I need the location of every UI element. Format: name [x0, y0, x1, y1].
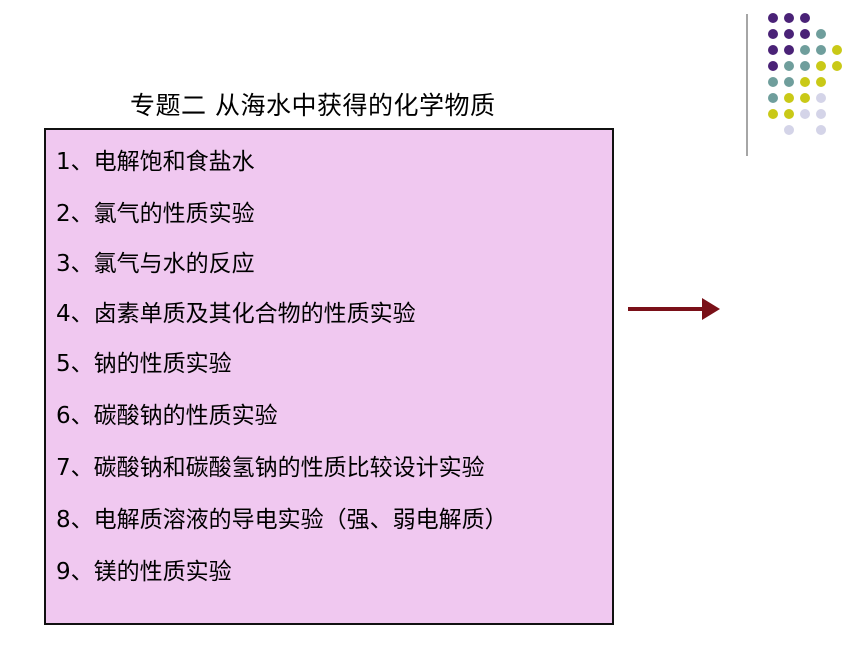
list-item: 8、电解质溶液的导电实验（强、弱电解质）: [56, 507, 508, 533]
slide-title: 专题二 从海水中获得的化学物质: [130, 91, 496, 120]
list-item: 7、碳酸钠和碳酸氢钠的性质比较设计实验: [56, 455, 485, 481]
decorative-dot-grid: [768, 13, 842, 135]
list-item: 2、氯气的性质实验: [56, 201, 255, 227]
experiment-list-box: 1、电解饱和食盐水 2、氯气的性质实验 3、氯气与水的反应 4、卤素单质及其化合…: [44, 128, 614, 625]
decorative-divider: [746, 14, 748, 156]
list-item: 4、卤素单质及其化合物的性质实验: [56, 301, 416, 327]
list-item: 9、镁的性质实验: [56, 559, 232, 585]
list-item: 5、钠的性质实验: [56, 351, 232, 377]
list-item: 3、氯气与水的反应: [56, 251, 255, 277]
right-arrow-icon[interactable]: [626, 296, 722, 322]
list-item: 6、碳酸钠的性质实验: [56, 403, 278, 429]
list-item: 1、电解饱和食盐水: [56, 149, 255, 175]
